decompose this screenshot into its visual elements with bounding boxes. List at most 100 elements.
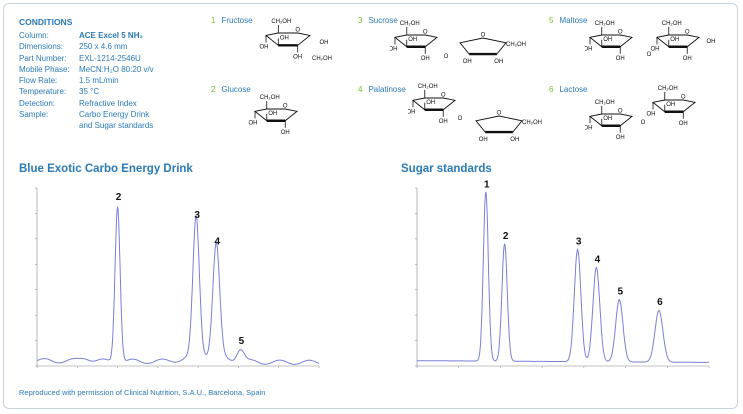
chromatogram-trace <box>36 206 320 365</box>
condition-key <box>19 120 79 131</box>
condition-key: Detection: <box>19 98 56 108</box>
sugar-number: 6 <box>549 85 554 94</box>
sucrose-fructose-oh-label: OH <box>494 59 503 65</box>
maltose-glucose-a-ch2oh-label: CH₂OH <box>595 21 615 27</box>
sugar-name: Palatinose <box>368 85 406 94</box>
palatinose-glucose-oh-label: OH <box>408 109 416 115</box>
footer-credit: Reproduced with permission of Clinical N… <box>19 388 266 397</box>
sucrose-glycosidic-oxygen: O <box>444 54 449 60</box>
condition-row: Flow Rate:1.5 mL/min <box>19 75 189 86</box>
sugar-name: Glucose <box>221 85 251 94</box>
sugar-name: Lactose <box>559 85 588 94</box>
sucrose-fructose-oh-label: OH <box>463 59 472 65</box>
glucose-oh-label: OH <box>268 111 277 117</box>
condition-value: and Sugar standards <box>79 121 154 131</box>
sucrose-glucose-oh-label: OH <box>390 46 398 52</box>
maltose-glucose-b-oh-label: OH <box>651 46 660 52</box>
fructose-oh-label: OH <box>260 44 269 50</box>
lactose-glucose-ch2oh-label: CH₂OH <box>658 86 678 92</box>
condition-row: Temperature:35 °C <box>19 86 189 97</box>
sugar-label-6: 6 Lactose <box>549 85 587 94</box>
condition-row: Mobile Phase:MeCN:H₂O 80:20 v/v <box>19 64 189 75</box>
condition-value: EXL-1214-2546U <box>79 53 141 63</box>
condition-key: Sample: <box>19 110 49 120</box>
chart-title-energy-drink: Blue Exotic Carbo Energy Drink <box>19 163 193 175</box>
palatinose-fructose-oh-label: OH <box>510 137 519 143</box>
sucrose-fructose-ring <box>459 37 507 55</box>
palatinose-glucose-ring-oxygen: O <box>441 93 446 99</box>
sucrose-glucose-oh-label: OH <box>408 37 417 43</box>
condition-row: Detection: Refractive Index <box>19 98 189 109</box>
condition-value: Carbo Energy Drink <box>79 110 150 120</box>
sucrose-glucose-ch2oh-label: CH₂OH <box>400 21 420 27</box>
lactose-glucose-ring-oxygen: O <box>681 95 686 101</box>
condition-key: Temperature: <box>19 87 67 97</box>
sucrose-fructose-ring-oxygen: O <box>481 33 486 39</box>
peak-label-2: 2 <box>503 231 509 242</box>
peak-label-1: 1 <box>484 180 490 191</box>
condition-value: Refractive Index <box>79 98 137 108</box>
lactose-glucose-oh-label: OH <box>647 111 656 117</box>
lactose-galactose-oh-label: OH <box>603 116 612 122</box>
glucose-ring-oxygen: O <box>283 104 288 110</box>
lactose-galactose-ring-oxygen: O <box>618 109 623 115</box>
condition-row: Column: ACE Excel 5 NH₂ <box>19 30 189 41</box>
sugar-name: Fructose <box>221 16 253 25</box>
sugar-number: 5 <box>549 16 554 25</box>
condition-row: Part Number: EXL-1214-2546U <box>19 53 189 64</box>
palatinose-fructose-ring-oxygen: O <box>497 111 502 117</box>
lactose-galactose-oh-label: OH <box>616 135 625 141</box>
palatinose-glycosidic-oxygen: O <box>458 116 463 122</box>
sugar-number: 4 <box>358 85 363 94</box>
sucrose-glucose-oh-label: OH <box>421 56 430 62</box>
condition-row: Dimensions:250 x 4.6 mm <box>19 41 189 52</box>
chart-title-sugar-standards: Sugar standards <box>401 163 492 175</box>
lactose-glucose-oh-label: OH <box>666 102 675 108</box>
condition-value: 1.5 mL/min <box>79 76 119 86</box>
fructose-ch2oh-label: CH₂OH <box>271 19 291 25</box>
palatinose-fructose-oh-label: OH <box>479 137 488 143</box>
sugar-name: Sucrose <box>368 16 398 25</box>
maltose-glucose-a-oh-label: OH <box>603 37 612 43</box>
condition-key: Part Number: <box>19 53 67 63</box>
condition-row: and Sugar standards <box>19 120 189 131</box>
lactose-glycosidic-oxygen: O <box>641 120 646 126</box>
condition-value: ACE Excel 5 NH₂ <box>79 31 144 40</box>
palatinose-glucose-oh-label: OH <box>439 119 448 125</box>
condition-value: MeCN:H₂O 80:20 v/v <box>79 64 154 74</box>
palatinose-glucose-oh-label: OH <box>426 100 435 106</box>
sugar-name: Maltose <box>559 16 588 25</box>
fructose-oh-label: OH <box>280 35 289 41</box>
maltose-glucose-b-oh-label: OH <box>670 37 679 43</box>
condition-key: Column: <box>19 31 49 40</box>
condition-row: Sample: Carbo Energy Drink <box>19 109 189 120</box>
maltose-glucose-a-ring-oxygen: O <box>618 30 623 36</box>
glucose-ch2oh-label: CH₂OH <box>260 95 280 101</box>
palatinose-fructose-ch2oh-label: CH₂OH <box>522 120 542 126</box>
peak-label-2: 2 <box>116 192 122 203</box>
chromatogram-trace <box>417 192 709 363</box>
lactose-glucose-oh-label: OH <box>679 121 688 127</box>
maltose-glucose-a-oh-label: OH <box>585 46 593 52</box>
sugar-number: 3 <box>358 16 363 25</box>
palatinose-glucose-ch2oh-label: CH₂OH <box>418 84 438 90</box>
sugar-label-1: 1 Fructose <box>211 16 253 25</box>
sugar-number: 1 <box>211 16 216 25</box>
condition-value: 250 x 4.6 mm <box>79 42 128 52</box>
fructose-ring-oxygen: O <box>295 28 300 34</box>
maltose-glucose-b-oh-label: OH <box>683 56 692 62</box>
peak-label-3: 3 <box>576 237 582 248</box>
glucose-oh-label: OH <box>281 130 290 136</box>
maltose-glucose-b-ch2oh-label: CH₂OH <box>662 21 682 27</box>
peak-label-6: 6 <box>657 297 663 308</box>
palatinose-fructose-ring <box>475 115 523 133</box>
glucose-oh-label: OH <box>249 120 258 126</box>
